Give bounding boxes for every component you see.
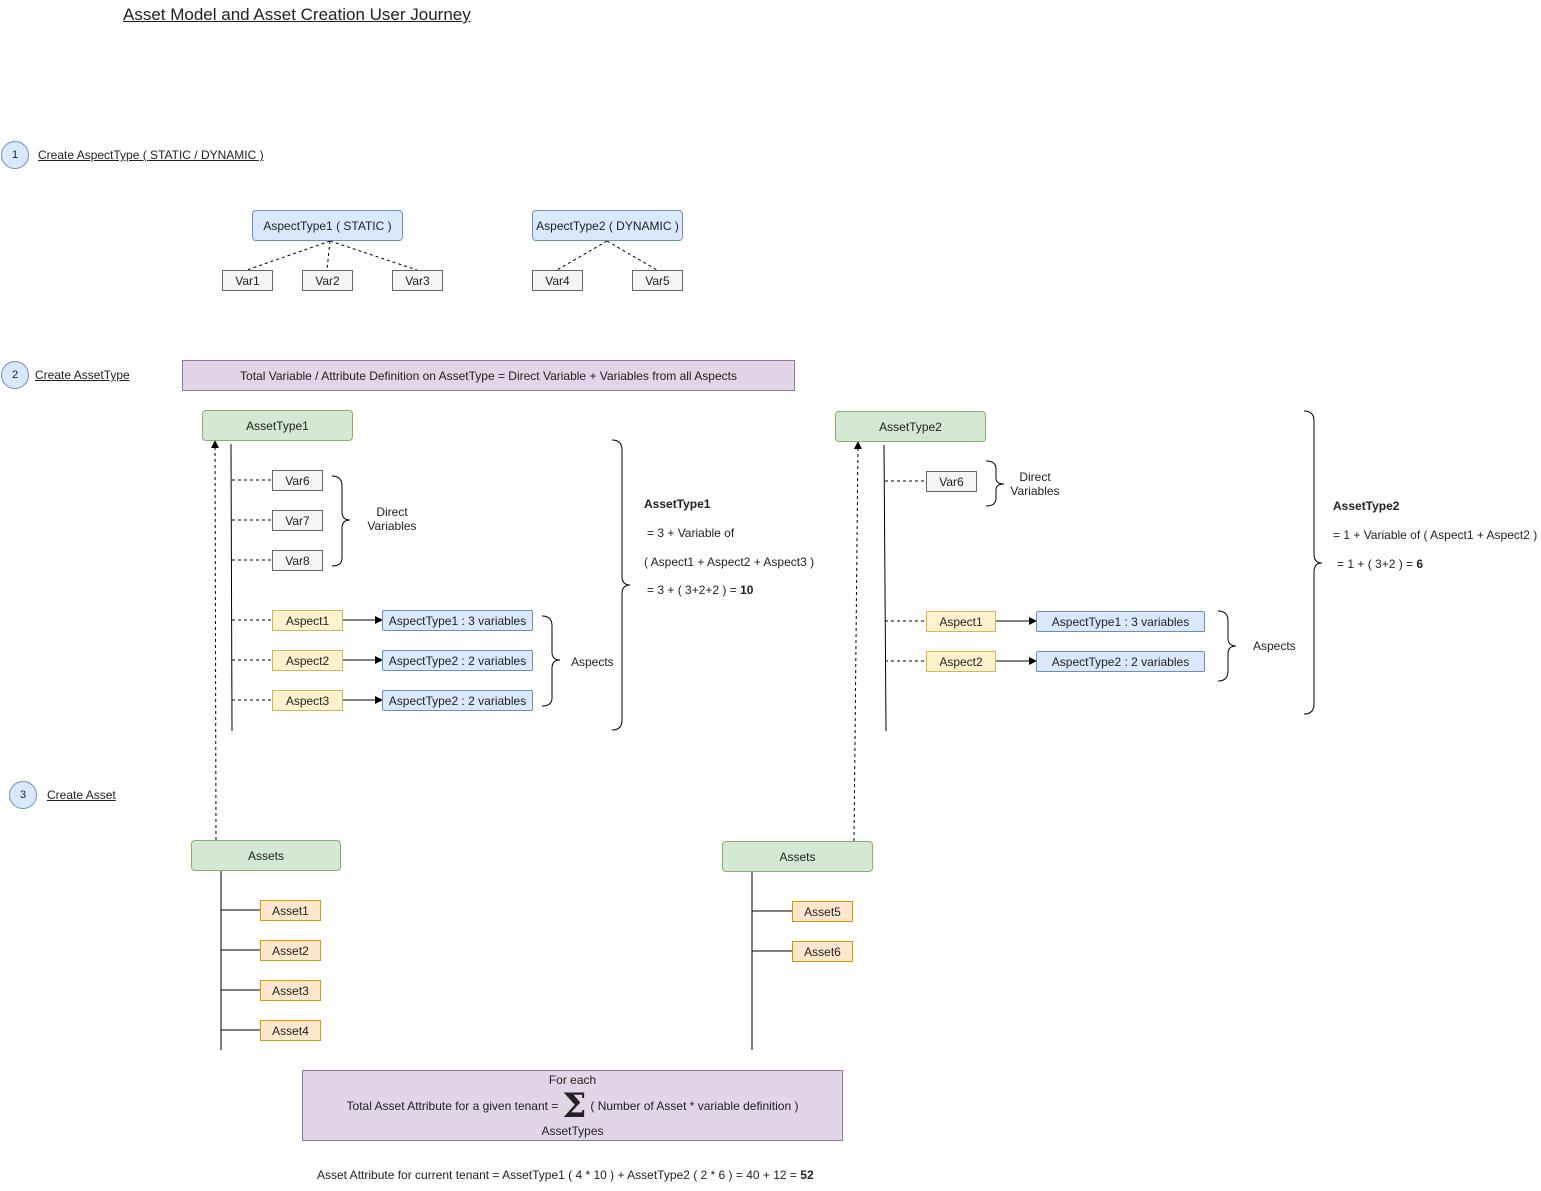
aspect-node[interactable]: Aspect1: [926, 611, 996, 632]
direct-var-node[interactable]: Var8: [272, 550, 323, 571]
calc-line: ( Aspect1 + Aspect2 + Aspect3 ): [644, 555, 815, 569]
step-1-badge: 1: [1, 141, 29, 169]
asset-node[interactable]: Asset1: [260, 900, 321, 921]
aspect-node[interactable]: Aspect2: [272, 650, 343, 671]
aspects-label: Aspects: [1253, 639, 1296, 653]
asset-type2-node[interactable]: AssetType2: [835, 411, 986, 442]
assets-node[interactable]: Assets: [191, 840, 341, 871]
formula-top: For each: [548, 1073, 597, 1087]
aspect-type2-node[interactable]: AspectType2 ( DYNAMIC ): [532, 210, 683, 241]
calc-title: AssetType2: [1333, 499, 1400, 513]
direct-var-node[interactable]: Var6: [926, 471, 977, 492]
calc-line: = 1 + Variable of ( Aspect1 + Aspect2 ): [1333, 528, 1538, 542]
asset-node[interactable]: Asset3: [260, 980, 321, 1001]
calc-result: 10: [740, 583, 754, 597]
definition-note: Total Variable / Attribute Definition on…: [182, 360, 795, 391]
asset-node[interactable]: Asset5: [792, 901, 853, 922]
formula-main: Total Asset Attribute for a given tenant…: [346, 1085, 799, 1126]
step-2-label: Create AssetType: [35, 368, 130, 382]
aspects-label: Aspects: [571, 655, 614, 669]
formula-box: For each Total Asset Attribute for a giv…: [302, 1070, 843, 1141]
aspect-ref-node[interactable]: AspectType1 : 3 variables: [1036, 611, 1205, 632]
step-1-label: Create AspectType ( STATIC / DYNAMIC ): [38, 148, 264, 162]
step-3-badge: 3: [9, 781, 37, 809]
formula-left: Total Asset Attribute for a given tenant…: [346, 1098, 559, 1113]
sigma-icon: Σ: [562, 1085, 587, 1126]
aspect-ref-node[interactable]: AspectType2 : 2 variables: [382, 650, 533, 671]
footer-calculation: Asset Attribute for current tenant = Ass…: [317, 1168, 814, 1182]
aspect-ref-node[interactable]: AspectType2 : 2 variables: [382, 690, 533, 711]
step-3-label: Create Asset: [47, 788, 116, 802]
assets-node[interactable]: Assets: [722, 841, 873, 872]
var-node[interactable]: Var5: [632, 270, 683, 291]
asset-node[interactable]: Asset2: [260, 940, 321, 961]
aspect-type1-node[interactable]: AspectType1 ( STATIC ): [252, 210, 403, 241]
aspect-node[interactable]: Aspect3: [272, 690, 343, 711]
direct-var-node[interactable]: Var7: [272, 510, 323, 531]
var-node[interactable]: Var1: [222, 270, 273, 291]
calc-title: AssetType1: [644, 497, 711, 511]
calc-line: = 1 + ( 3+2 ) = 6: [1337, 557, 1424, 571]
var-node[interactable]: Var3: [392, 270, 443, 291]
aspect-ref-node[interactable]: AspectType2 : 2 variables: [1036, 651, 1205, 672]
calc-line: = 3 + ( 3+2+2 ) = 10: [647, 583, 754, 597]
asset-type1-node[interactable]: AssetType1: [202, 410, 353, 441]
var-node[interactable]: Var4: [532, 270, 583, 291]
aspect-ref-node[interactable]: AspectType1 : 3 variables: [382, 610, 533, 631]
formula-right: ( Number of Asset * variable definition …: [590, 1098, 799, 1113]
page-title: Asset Model and Asset Creation User Jour…: [123, 5, 471, 24]
calc-line: = 3 + Variable of: [647, 526, 735, 540]
step-2-badge: 2: [1, 361, 29, 389]
aspect-node[interactable]: Aspect2: [926, 651, 996, 672]
asset-node[interactable]: Asset6: [792, 941, 853, 962]
asset-node[interactable]: Asset4: [260, 1020, 321, 1041]
formula-bottom: AssetTypes: [541, 1124, 604, 1138]
var-node[interactable]: Var2: [302, 270, 353, 291]
aspect-node[interactable]: Aspect1: [272, 610, 343, 631]
calc-result: 6: [1416, 557, 1424, 571]
footer-result: 52: [800, 1168, 814, 1182]
direct-var-node[interactable]: Var6: [272, 470, 323, 491]
